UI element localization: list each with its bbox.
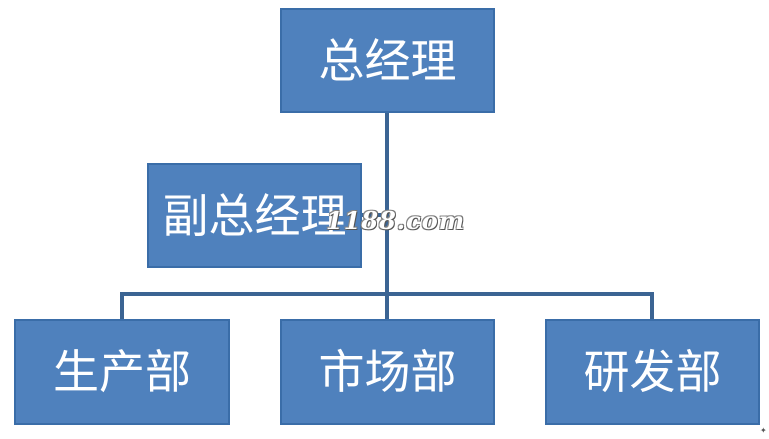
node-rd-dept: 研发部 xyxy=(545,319,760,425)
corner-mark-icon: ✦ xyxy=(760,426,767,435)
node-deputy-general-manager: 副总经理 xyxy=(147,163,362,268)
node-marketing-dept: 市场部 xyxy=(280,319,495,425)
watermark-text: 1188.com xyxy=(326,206,466,235)
node-label: 研发部 xyxy=(583,345,722,399)
node-label: 生产部 xyxy=(53,345,191,399)
node-label: 副总经理 xyxy=(162,188,347,243)
node-label: 市场部 xyxy=(318,345,457,399)
node-production-dept: 生产部 xyxy=(14,319,230,425)
node-label: 总经理 xyxy=(318,33,457,88)
node-general-manager: 总经理 xyxy=(280,8,495,113)
